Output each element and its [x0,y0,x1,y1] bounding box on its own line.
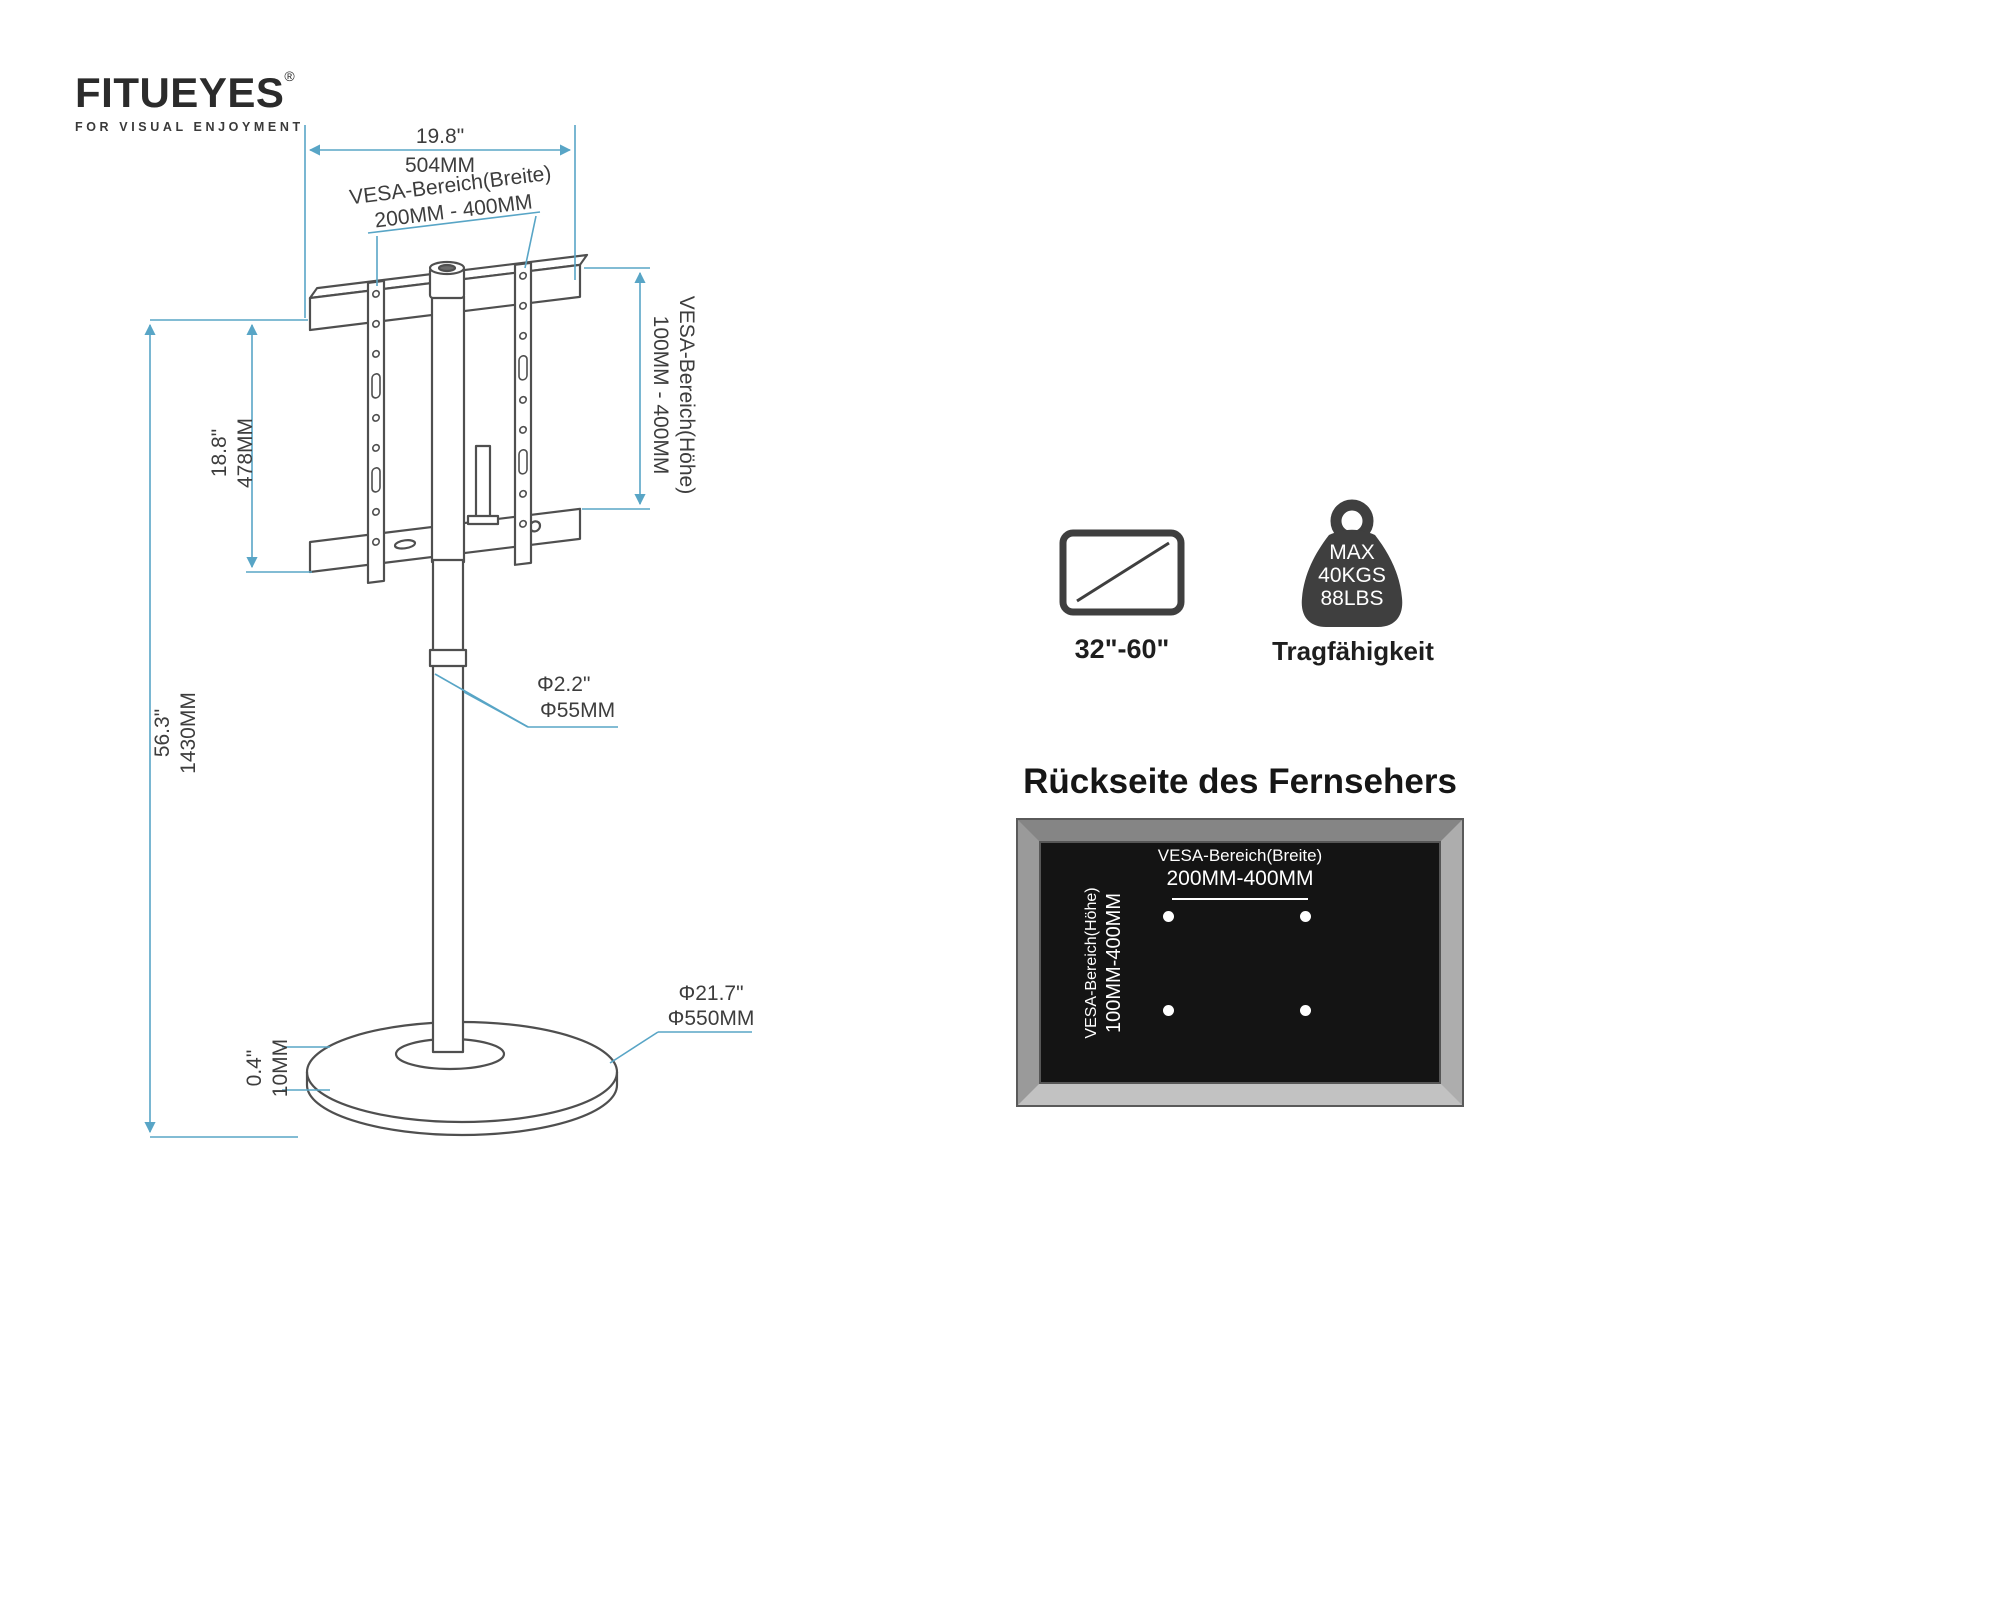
panel-vesa-height-range: 100MM-400MM [1103,892,1125,1034]
brand-tagline: FOR VISUAL ENJOYMENT [75,120,304,134]
panel-vesa-height-label: VESA-Bereich(Höhe) [1083,887,1100,1039]
weight-lbs-label: 88LBS [1320,587,1384,610]
pole [431,558,465,1054]
dim-bracket-height: 18.8" 478MM [207,382,259,524]
vesa-rail-right [513,261,533,566]
pole-collar [428,648,468,668]
bracket-height-mm: 478MM [234,417,257,489]
stand-drawing [305,253,619,1137]
cable-hook [466,444,500,526]
panel-vesa-width-label: VESA-Bereich(Breite) [1157,846,1323,865]
vesa-hole-top-left [1163,911,1174,922]
tv-back-panel [1018,820,1462,1105]
top-connector [428,260,466,300]
dim-base-thickness: 0.4" 10MM [243,1022,292,1114]
brand-name-row: FITUEYES® [75,68,304,117]
brand-logo: FITUEYES® FOR VISUAL ENJOYMENT [75,68,304,134]
panel-vesa-width-range: 200MM-400MM [1166,867,1314,890]
weight-max-label: MAX [1329,541,1375,564]
dim-base-diameter-in: Φ21.7" [678,982,744,1005]
total-height-in: 56.3" [151,708,174,758]
dim-total-height: 56.3" 1430MM [150,657,202,809]
brand-name: FITUEYES [75,69,285,116]
vesa-hole-bottom-right [1300,1005,1311,1016]
panel-vesa-height: VESA-Bereich(Höhe) 100MM-400MM [1081,854,1127,1072]
dim-vesa-height: VESA-Bereich(Höhe) 100MM - 400MM [646,270,700,520]
screen-size-label: 32"-60" [1074,634,1170,664]
tv-size-icon [1059,529,1185,616]
vesa-hole-top-right [1300,911,1311,922]
base-thickness-mm: 10MM [269,1038,292,1098]
vesa-hole-bottom-left [1163,1005,1174,1016]
base-thickness-in: 0.4" [243,1049,266,1087]
registered-mark: ® [284,68,295,84]
weight-icon [1301,499,1403,627]
dim-pole-diameter-mm: Φ55MM [540,699,616,722]
bracket-column [430,294,466,564]
dim-pole-diameter-in: Φ2.2" [537,673,591,696]
bracket-height-in: 18.8" [208,428,231,478]
vesa-height-label: VESA-Bereich(Höhe) [675,295,698,495]
capacity-label: Tragfähigkeit [1272,636,1434,666]
dim-base-diameter-mm: Φ550MM [667,1007,755,1030]
dimension-lines [144,125,752,1138]
dim-top-width-in: 19.8" [415,125,465,148]
back-panel-title: Rückseite des Fernsehers [1023,762,1457,801]
vesa-rail-left [366,279,386,584]
dim-top-width-mm: 504MM [404,154,476,177]
vesa-height-range: 100MM - 400MM [649,315,672,475]
panel-underline [1172,898,1308,900]
weight-kgs-label: 40KGS [1318,564,1386,587]
total-height-mm: 1430MM [177,692,200,774]
